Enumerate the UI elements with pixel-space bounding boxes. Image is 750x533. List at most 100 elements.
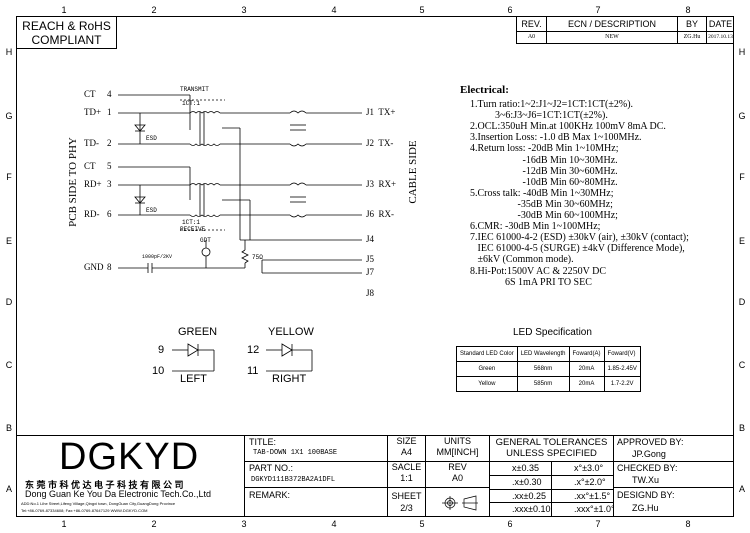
company-name-cn: 东 莞 市 科 优 达 电 子 科 技 有 限 公 司: [25, 480, 184, 490]
tolerance-value: .x±0.30: [490, 475, 552, 490]
right-pin-label: J7: [366, 267, 375, 277]
date-header: DATE: [707, 17, 734, 32]
zone-column-label: 7: [595, 5, 601, 15]
design-cell: DESIGND BY: ZG.Hu: [614, 488, 733, 517]
left-pin-number: 8: [107, 262, 112, 272]
electrical-spec-line: -16dB Min 10~30MHz.: [470, 154, 618, 166]
zone-row-label: A: [5, 484, 12, 494]
receive-label: RECEIVE: [180, 226, 206, 233]
led-spec-cell: 1.85-2.45V: [603, 361, 641, 377]
left-pin-number: 4: [107, 89, 112, 99]
right-pin-label: J3 RX+: [366, 179, 397, 189]
tolerance-value: .xxx±0.10: [490, 503, 552, 517]
zone-row-label: H: [5, 47, 13, 57]
led-yellow-title: YELLOW: [268, 326, 314, 338]
led-green-title: GREEN: [178, 326, 218, 338]
part-label: PART NO.:: [249, 463, 294, 473]
electrical-spec-line: 3~6:J3~J6=1CT:1CT(±2%).: [470, 110, 608, 122]
left-pin-number: 1: [107, 107, 112, 117]
scale-label: SACLE: [391, 462, 422, 472]
transmit-label: TRANSMIT: [180, 86, 209, 93]
title-cell: TITLE: TAB-DOWN 1X1 100BASE: [245, 436, 388, 462]
ecn-value: NEW: [547, 32, 678, 43]
zone-row-label: F: [6, 172, 12, 182]
led-spec-cell: 20mA: [568, 361, 605, 377]
zone-row-label: D: [5, 297, 13, 307]
zone-column-label: 2: [151, 519, 157, 529]
right-pin-label: J8: [366, 288, 375, 298]
left-pin-name: CT: [84, 161, 96, 171]
led-spec-header-cell: Standard LED Color: [456, 346, 518, 362]
zone-column-label: 3: [241, 5, 247, 15]
company-contact: Tel:+86-0769-87334608; Fax:+86-0769-8764…: [21, 508, 148, 513]
led-yellow-position: RIGHT: [272, 373, 307, 385]
ecn-header: ECN / DESCRIPTION: [547, 17, 678, 32]
electrical-spec-line: -30dB Min 60~100MHz;: [470, 210, 618, 221]
part-cell: PART NO.: DGKYD111B372BA2A1DFL: [245, 462, 388, 488]
tolerance-value: x±0.35: [490, 462, 552, 476]
electrical-spec-line: ±6kV (Common mode).: [470, 254, 574, 266]
electrical-spec-line: -12dB Min 30~60MHz.: [470, 165, 618, 177]
transmit-ratio: 1CT:1: [182, 100, 201, 107]
led-spec-cell: 20mA: [568, 376, 605, 392]
led-spec-title: LED Specification: [513, 327, 592, 338]
electrical-spec-line: 8.Hi-Pot:1500V AC & 2250V DC: [470, 265, 607, 277]
units-cell: UNITS MM[INCH]: [426, 436, 490, 462]
led-spec-header-cell: Foward(A): [568, 346, 605, 362]
left-pin-name: CT: [84, 89, 96, 99]
tolerance-value: .xx°±1.5°: [552, 490, 614, 504]
electrical-spec-line: 5.Cross talk: -40dB Min 1~30MHz;: [470, 187, 614, 199]
tolerance-value: .xxx°±1.0°: [574, 504, 615, 515]
scale-value: 1:1: [400, 473, 413, 483]
size-label: SIZE: [396, 436, 417, 446]
electrical-spec-line: 4.Return loss: -20dB Min 1~10MHz;: [470, 143, 619, 155]
pcb-side-label-wrap: PCB SIDE TO PHY: [62, 128, 79, 238]
res-label: 75Ω: [252, 254, 263, 261]
sheet-cell: SHEET 2/3: [388, 488, 426, 517]
company-address: ADD:No.1 Lihe Street,Lifeng Village,Qing…: [21, 501, 176, 506]
title-label: TITLE:: [249, 437, 277, 447]
tolerance-title-1: GENERAL TOLERANCES: [495, 437, 608, 448]
gdt-label: GDT: [200, 237, 211, 244]
compliance-line1: REACH & RoHS: [22, 19, 111, 33]
right-pin-label: J5: [366, 254, 375, 264]
led-spec-header-cell: LED Wavelength: [516, 346, 570, 362]
sheet-label: SHEET: [391, 491, 422, 501]
zone-column-label: 1: [61, 519, 67, 529]
title-block: DGKYD 东 莞 市 科 优 达 电 子 科 技 有 限 公 司 Dong G…: [17, 435, 733, 517]
rev-label: REV: [448, 462, 467, 472]
rev-value: A0: [517, 32, 547, 43]
by-value: ZG.Hu: [678, 32, 707, 43]
zone-row-label: F: [739, 172, 745, 182]
electrical-spec-line: -10dB Min 60~80MHz.: [470, 176, 618, 188]
approved-value: JP.Gong: [632, 449, 666, 459]
esd-label-2: ESD: [146, 207, 157, 214]
left-pin-name: TD-: [84, 138, 99, 148]
zone-column-label: 5: [419, 5, 425, 15]
remark-label: REMARK:: [249, 490, 291, 500]
tolerance-value: .xx±0.25: [490, 489, 552, 504]
compliance-box: REACH & RoHS COMPLIANT: [17, 17, 117, 49]
zone-row-label: C: [5, 360, 13, 370]
zone-column-label: 7: [595, 519, 601, 529]
electrical-spec-line: -35dB Min 30~60MHz;: [470, 198, 613, 210]
left-pin-name: RD+: [84, 179, 102, 189]
zone-column-label: 3: [241, 519, 247, 529]
scale-cell: SACLE 1:1: [388, 462, 426, 488]
right-pin-label: J1 TX+: [366, 107, 396, 117]
rev-cell: REV A0: [426, 462, 490, 488]
tolerance-title-2: UNLESS SPECIFIED: [506, 448, 597, 459]
right-pin-label: J4: [366, 234, 375, 244]
electrical-spec-line: 2.OCL:350uH Min.at 100KHz 100mV 8mA DC.: [470, 121, 666, 133]
zone-column-label: 8: [685, 519, 691, 529]
size-value: A4: [400, 447, 412, 457]
zone-column-label: 4: [331, 5, 337, 15]
rev-value-tb: A0: [451, 473, 463, 483]
cap-label: 1000pF/2KV: [142, 254, 173, 260]
electrical-spec-line: IEC 61000-4-5 (SURGE) ±4kV (Difference M…: [470, 243, 685, 255]
rev-header: REV.: [517, 17, 547, 32]
